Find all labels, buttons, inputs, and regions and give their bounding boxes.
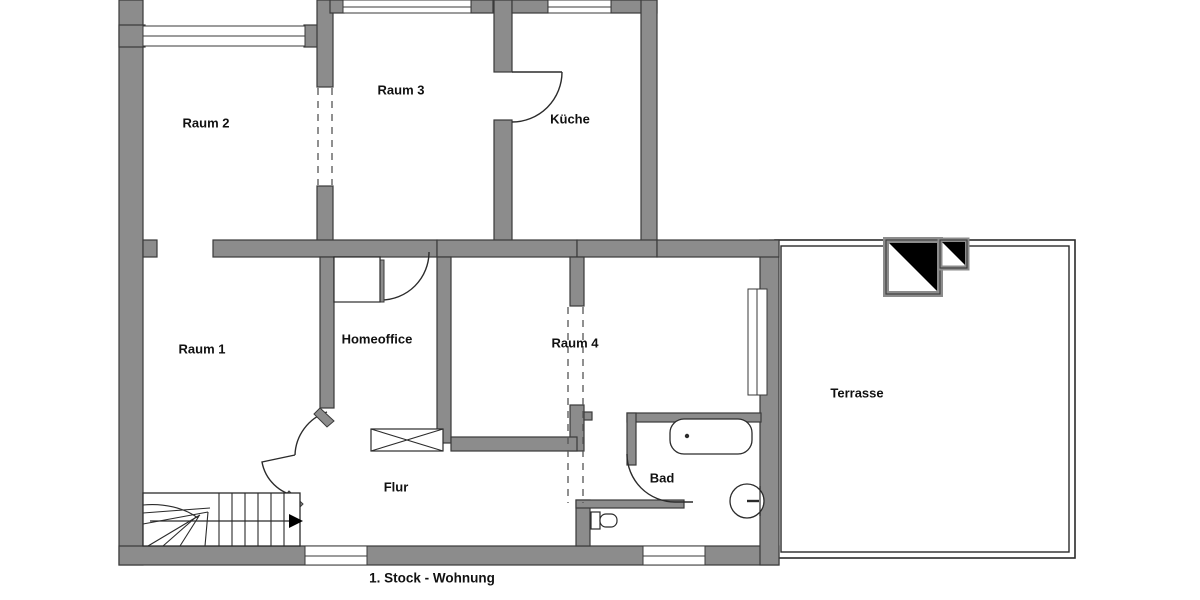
room-label-homeoffice: Homeoffice: [342, 331, 413, 346]
window-bad-bottom: [642, 545, 706, 566]
wall-bad-left: [626, 412, 637, 466]
wall-raum4-right-upper: [569, 256, 585, 307]
room-label-kueche: Küche: [550, 111, 590, 126]
wall-terrace-top-stub: [656, 239, 780, 258]
fixtures-group: [333, 237, 970, 530]
room-labels-group: Raum 2 Raum 3 Küche Raum 1 Homeoffice Ra…: [179, 82, 884, 494]
window-raum4-right: [747, 288, 768, 396]
wall-top-raum3-right: [470, 0, 494, 14]
room-label-raum-4: Raum 4: [552, 335, 600, 350]
wall-kueche-right: [640, 0, 658, 249]
window-flur-bottom: [304, 545, 368, 566]
staircase: [142, 492, 303, 547]
room-label-raum-1: Raum 1: [179, 341, 226, 356]
wall-top-raum2-left: [118, 24, 146, 48]
wall-homeoffice-right: [436, 256, 452, 444]
room-label-flur: Flur: [384, 479, 409, 494]
walls-group: [118, 0, 780, 566]
wall-raum4-bottom: [450, 436, 578, 452]
window-raum3-top: [342, 0, 472, 14]
room-label-raum-3: Raum 3: [378, 82, 425, 97]
wall-homeoffice-left: [319, 256, 335, 409]
window-raum2-top: [142, 25, 306, 47]
wall-mid-horizontal-left: [212, 239, 438, 258]
door-flur-left: [294, 407, 335, 456]
door-bad: [626, 453, 693, 503]
stair-direction-arrow: [289, 514, 303, 528]
wall-raum2-raum3-upper: [316, 0, 334, 88]
wall-raum3-kueche-upper: [493, 0, 513, 73]
closet-cross-fixture: [370, 428, 444, 452]
wall-raum2-raum3-lower: [316, 185, 334, 249]
wall-raum4-right-nub: [583, 411, 593, 421]
wall-exterior-left: [118, 0, 144, 566]
wall-top-kueche-left: [511, 0, 549, 14]
room-label-raum-2: Raum 2: [183, 115, 230, 130]
window-kueche-top: [547, 0, 612, 14]
sink-fixture: [729, 483, 765, 519]
wall-mid-horizontal-mid: [436, 239, 578, 258]
wall-wc-top: [575, 499, 685, 509]
wall-top-raum3-left: [329, 0, 345, 14]
wall-left-notch: [142, 239, 158, 258]
windows-group: [142, 0, 768, 566]
sliding-doors-group: [317, 88, 584, 503]
bathtub-fixture: [669, 418, 753, 455]
homeoffice-closet-box: [333, 256, 381, 303]
chimney-shaft-fixture: [883, 237, 970, 297]
door-kueche: [511, 71, 563, 123]
room-label-bad: Bad: [650, 470, 675, 485]
toilet-fixture: [590, 511, 618, 530]
wall-raum3-kueche-lower: [493, 119, 513, 249]
room-label-terrasse: Terrasse: [830, 385, 883, 400]
plan-caption: 1. Stock - Wohnung: [369, 571, 495, 586]
wall-mid-horizontal-right: [576, 239, 658, 258]
